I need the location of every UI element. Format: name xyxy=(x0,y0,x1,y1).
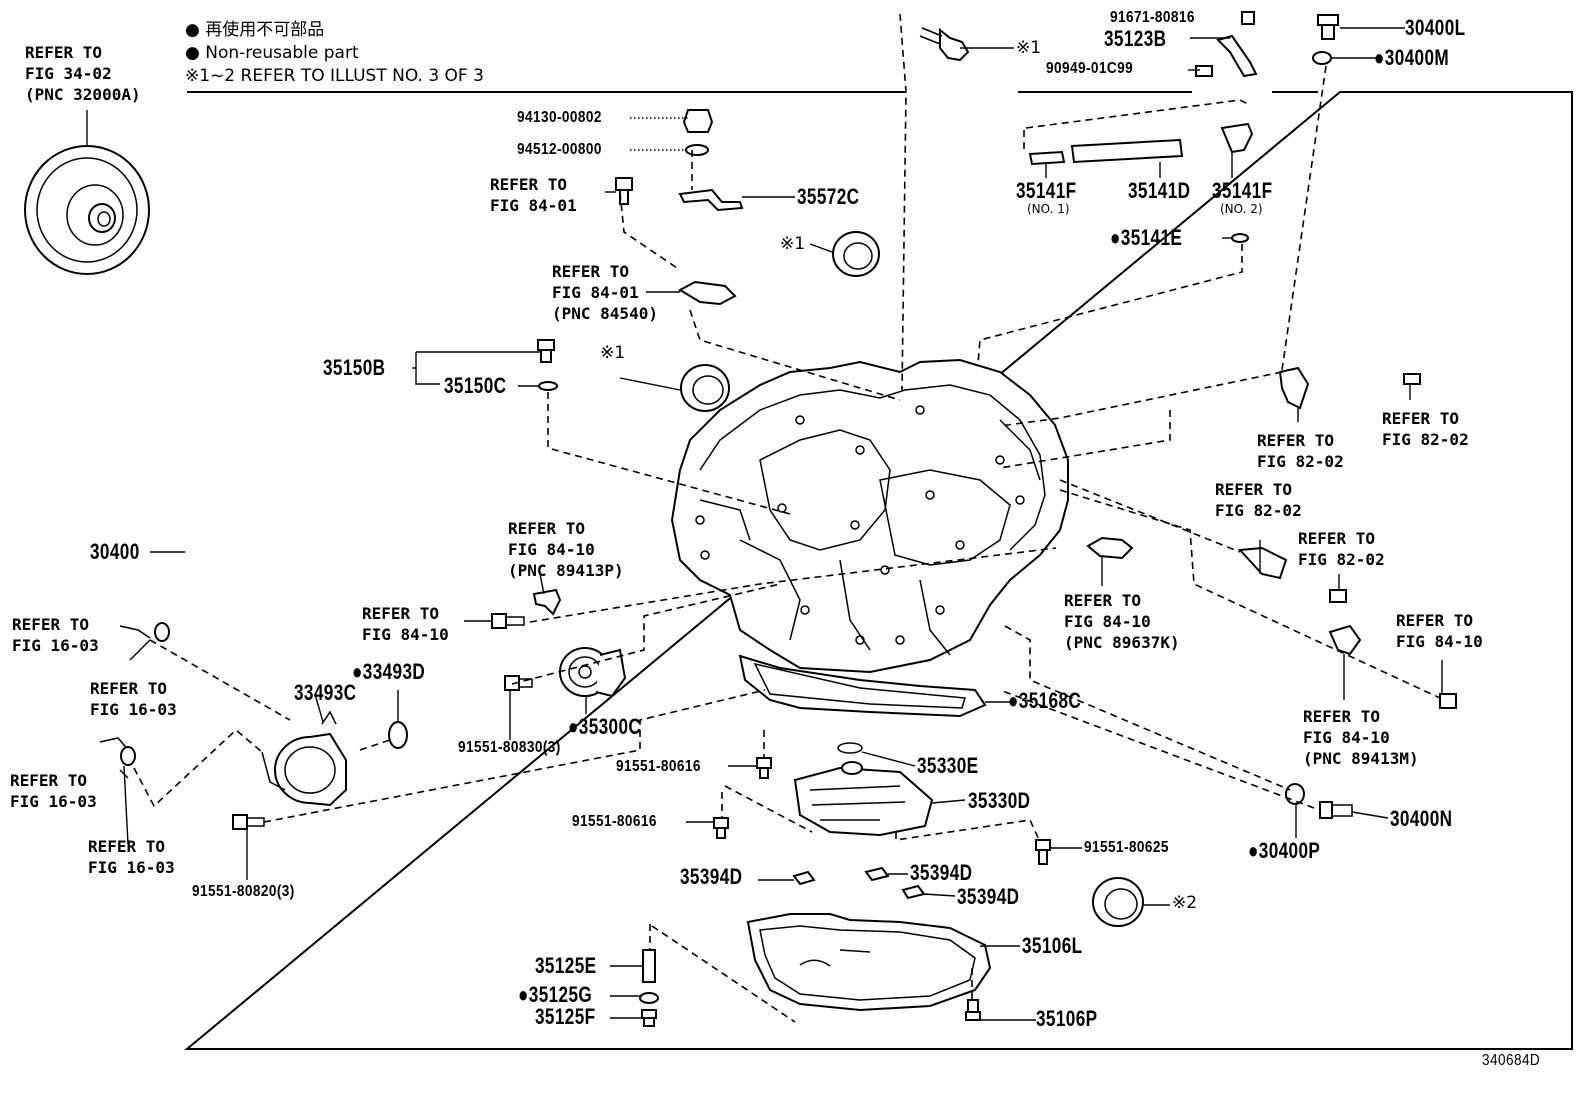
mark-1-upper-seal: ※1 xyxy=(780,234,806,254)
part-91551-80820[interactable]: 91551-80820(3) xyxy=(192,883,295,900)
part-35141F-no1-note: (NO. 1) xyxy=(1027,202,1070,216)
part-35394D-a[interactable]: 35394D xyxy=(680,864,743,889)
part-94512-00800[interactable]: 94512-00800 xyxy=(517,141,602,158)
ref-fig-16-03-clamp-b[interactable]: REFER TO FIG 16-03 xyxy=(88,837,175,877)
ref-fig-84-01-bolt[interactable]: REFER TO FIG 84-01 xyxy=(490,175,577,215)
pan-gasket xyxy=(738,654,987,718)
legend-jp: ● 再使用不可部品 xyxy=(185,20,325,40)
legend-en: ● Non-reusable part xyxy=(185,43,359,63)
ref-fig-16-03-hose-b[interactable]: REFER TO FIG 16-03 xyxy=(10,771,97,811)
solenoid-valve xyxy=(559,647,627,698)
part-35330D[interactable]: 35330D xyxy=(968,788,1031,813)
part-35394D-c[interactable]: 35394D xyxy=(957,884,1020,909)
mark-2-lower-seal: ※2 xyxy=(1172,893,1198,913)
ref-torque-converter[interactable]: REFER TO FIG 34-02 (PNC 32000A) xyxy=(25,43,141,104)
legend-ref: ※1~2 REFER TO ILLUST NO. 3 OF 3 xyxy=(185,66,484,86)
oil-seal-mid xyxy=(680,364,730,412)
ref-fig-84-10-sensor-m[interactable]: REFER TO FIG 84-10 (PNC 89413M) xyxy=(1303,707,1419,768)
ref-fig-84-10-bolt-a[interactable]: REFER TO FIG 84-10 xyxy=(362,604,449,644)
figure-id: 340684D xyxy=(1482,1052,1541,1069)
transmission-case xyxy=(670,358,1069,718)
ref-fig-16-03-hose-a[interactable]: REFER TO FIG 16-03 xyxy=(12,615,99,655)
part-91551-80625[interactable]: 91551-80625 xyxy=(1084,839,1169,856)
part-35168C[interactable]: 35168C xyxy=(1008,690,1081,712)
oil-cooler xyxy=(261,710,347,807)
part-94130-00802[interactable]: 94130-00802 xyxy=(517,109,602,126)
ref-fig-82-02-bolt-a[interactable]: REFER TO FIG 82-02 xyxy=(1382,409,1469,449)
part-35125E[interactable]: 35125E xyxy=(535,953,597,978)
part-30400M[interactable]: 30400M xyxy=(1374,47,1449,69)
part-35150C[interactable]: 35150C xyxy=(444,373,507,398)
part-35106P[interactable]: 35106P xyxy=(1036,1006,1098,1031)
leader-lines xyxy=(86,27,1443,1021)
part-35125G[interactable]: 35125G xyxy=(518,984,592,1006)
part-35141F-no1[interactable]: 35141F xyxy=(1016,178,1077,203)
part-30400N[interactable]: 30400N xyxy=(1390,806,1453,831)
part-91551-80616-a[interactable]: 91551-80616 xyxy=(616,758,701,775)
part-35141D[interactable]: 35141D xyxy=(1128,178,1191,203)
mark-1-mid-seal: ※1 xyxy=(600,343,626,363)
part-33493C[interactable]: 33493C xyxy=(294,680,357,705)
ref-fig-16-03-clamp-a[interactable]: REFER TO FIG 16-03 xyxy=(90,679,177,719)
part-33493D[interactable]: 33493D xyxy=(352,661,425,683)
part-35572C[interactable]: 35572C xyxy=(797,184,860,209)
oil-strainer xyxy=(793,742,934,837)
ref-fig-82-02-bolt-b[interactable]: REFER TO FIG 82-02 xyxy=(1298,529,1385,569)
part-30400[interactable]: 30400 xyxy=(90,539,140,564)
part-91551-80830[interactable]: 91551-80830(3) xyxy=(458,739,561,756)
o-ring-33493D xyxy=(388,721,408,749)
bolts xyxy=(99,11,1457,1027)
oil-seal-lower xyxy=(1092,877,1144,927)
oil-pan xyxy=(746,913,992,1012)
part-35106L[interactable]: 35106L xyxy=(1022,933,1083,958)
part-91551-80616-b[interactable]: 91551-80616 xyxy=(572,813,657,830)
ref-fig-84-01-sensor[interactable]: REFER TO FIG 84-01 (PNC 84540) xyxy=(552,262,658,323)
part-90949-01C99[interactable]: 90949-01C99 xyxy=(1046,60,1134,77)
torque-converter xyxy=(24,110,150,275)
dotted-leaders xyxy=(630,117,688,151)
part-30400L[interactable]: 30400L xyxy=(1405,15,1466,40)
part-35141E[interactable]: 35141E xyxy=(1110,227,1182,249)
part-30400P[interactable]: 30400P xyxy=(1248,840,1320,862)
mark-1-top: ※1 xyxy=(1016,38,1042,58)
part-35150B[interactable]: 35150B xyxy=(323,355,386,380)
part-35123B[interactable]: 35123B xyxy=(1104,26,1167,51)
oil-seal-upper xyxy=(832,231,880,277)
part-35300C[interactable]: 35300C xyxy=(568,716,641,738)
part-35330E[interactable]: 35330E xyxy=(917,753,979,778)
part-35141F-no2[interactable]: 35141F xyxy=(1212,178,1273,203)
ref-fig-84-10-bolt-b[interactable]: REFER TO FIG 84-10 xyxy=(1396,611,1483,651)
part-35394D-b[interactable]: 35394D xyxy=(910,860,973,885)
part-35141F-no2-note: (NO. 2) xyxy=(1220,202,1263,216)
ref-fig-82-02-bracket-b[interactable]: REFER TO FIG 82-02 xyxy=(1215,480,1302,520)
ref-fig-82-02-bracket-a[interactable]: REFER TO FIG 82-02 xyxy=(1257,431,1344,471)
part-91671-80816[interactable]: 91671-80816 xyxy=(1110,9,1195,26)
part-35125F[interactable]: 35125F xyxy=(535,1004,596,1029)
ref-fig-84-10-sensor-p[interactable]: REFER TO FIG 84-10 (PNC 89413P) xyxy=(508,519,624,580)
ref-fig-84-10-switch[interactable]: REFER TO FIG 84-10 (PNC 89637K) xyxy=(1064,591,1180,652)
